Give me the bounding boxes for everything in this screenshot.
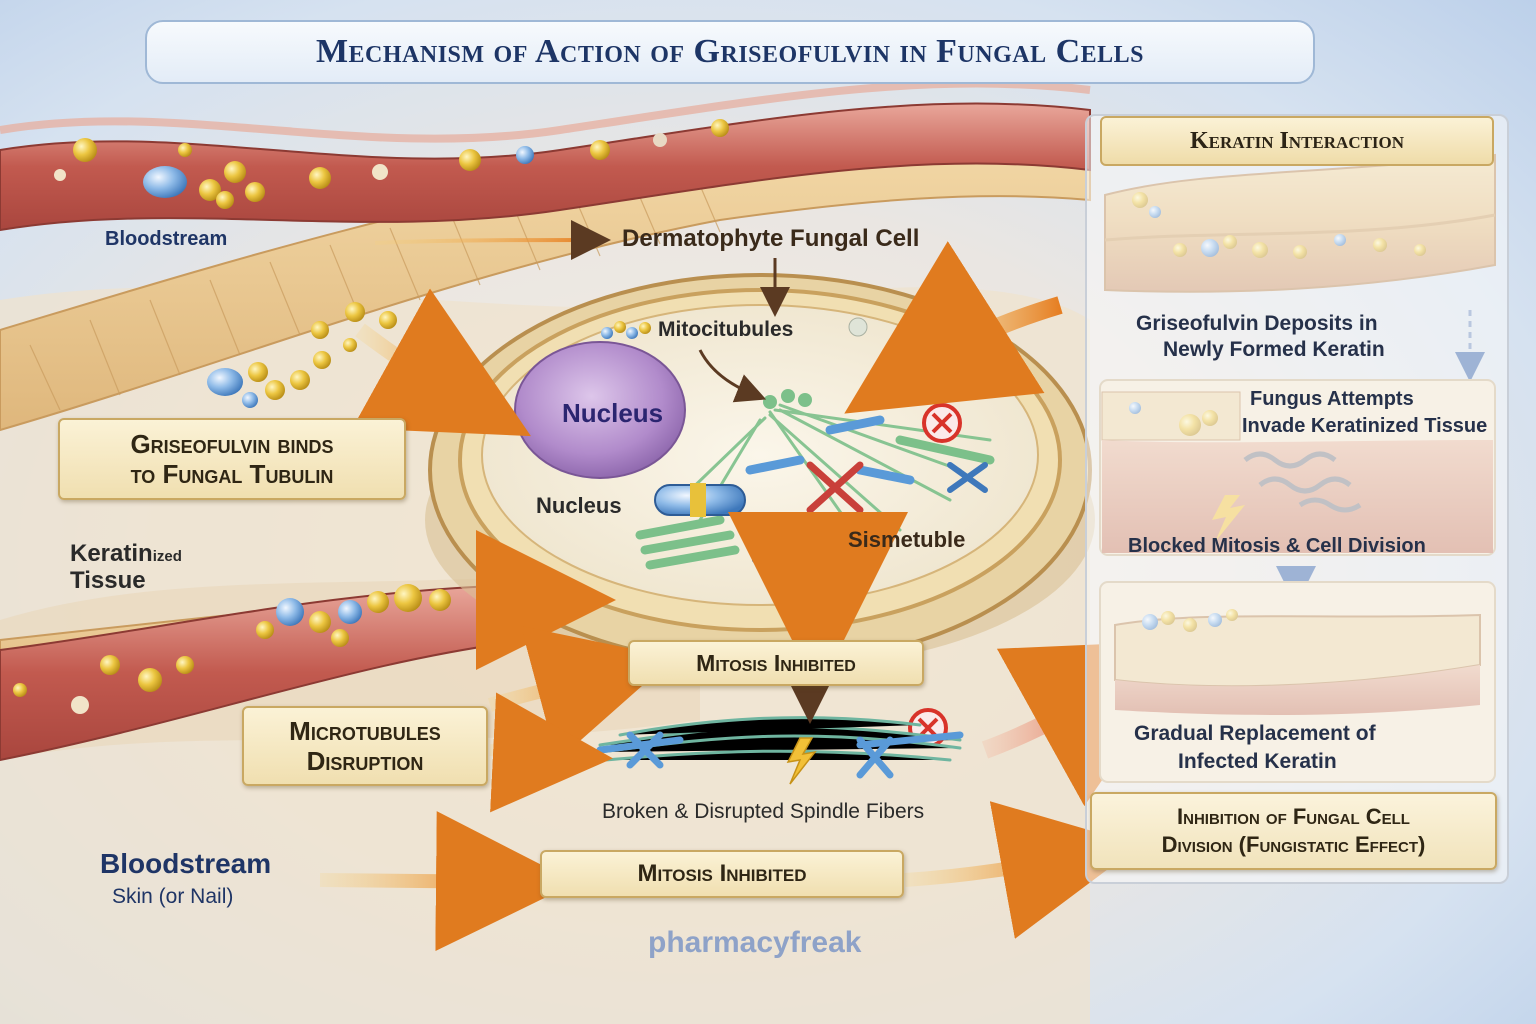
page-title: Mechanism of Action of Griseofulvin in F… <box>315 33 1145 70</box>
result-line2: Division (Fungistatic Effect) <box>1161 832 1426 857</box>
inhibition-icon <box>922 403 962 443</box>
step2-caption: Blocked Mitosis & Cell Division <box>1128 535 1426 557</box>
step1-line1: Griseofulvin Deposits in <box>1136 312 1378 335</box>
step3-line1: Gradual Replacement of <box>1134 722 1376 745</box>
binds-tubulin-box: Griseofulvin binds to Fungal Tubulin <box>58 418 406 500</box>
bloodstream-label-bottom: Bloodstream <box>100 848 272 879</box>
mitocitubule-particles <box>601 321 651 339</box>
disruption-x-mark <box>806 461 864 514</box>
mitocitubules-label: Mitocitubules <box>658 318 794 341</box>
step2-line1: Fungus Attempts <box>1250 388 1414 410</box>
lightning-icon <box>786 737 817 785</box>
title-banner: Mechanism of Action of Griseofulvin in F… <box>145 20 1315 84</box>
microtubules-line2: Disruption <box>306 746 424 776</box>
mitosis-inhibited-box: Mitosis Inhibited <box>628 640 924 686</box>
step1-line2: Newly Formed Keratin <box>1163 338 1385 361</box>
keratin-interaction-panel <box>1085 114 1509 884</box>
binds-tubulin-line2: to Fungal Tubulin <box>130 459 334 489</box>
binds-tubulin-line1: Griseofulvin binds <box>130 429 334 459</box>
tissue-label: Tissue <box>70 567 146 594</box>
mitosis-inhibited-bottom-text: Mitosis Inhibited <box>637 860 807 887</box>
nucleus-label: Nucleus <box>562 398 664 428</box>
keratin-panel-title-box: Keratin Interaction <box>1100 116 1494 166</box>
keratinized-label: Keratinized <box>70 540 182 568</box>
broken-spindle-fibers <box>596 716 964 785</box>
fungistatic-effect-box: Inhibition of Fungal Cell Division (Fung… <box>1090 792 1497 870</box>
step3-line2: Infected Keratin <box>1178 750 1337 773</box>
skin-nail-label: Skin (or Nail) <box>112 885 234 908</box>
nucleus-secondary-label: Nucleus <box>536 493 622 518</box>
bloodstream-label-top: Bloodstream <box>105 228 228 250</box>
dermatophyte-label: Dermatophyte Fungal Cell <box>622 225 920 252</box>
mitosis-inhibited-text: Mitosis Inhibited <box>696 649 856 676</box>
step2-line2: Invade Keratinized Tissue <box>1242 415 1488 437</box>
drug-particles-top <box>54 119 729 209</box>
sismetuble-label: Sismetuble <box>848 527 966 552</box>
result-line1: Inhibition of Fungal Cell <box>1177 804 1410 829</box>
keratin-label-part2: ized <box>152 548 182 565</box>
watermark: pharmacyfreak <box>648 926 862 959</box>
keratin-label-part1: Keratin <box>70 540 153 567</box>
spindle-fibers-label: Broken & Disrupted Spindle Fibers <box>602 800 925 823</box>
microtubules-disruption-box: Microtubules Disruption <box>242 706 488 786</box>
mitosis-inhibited-box-bottom: Mitosis Inhibited <box>540 850 904 898</box>
microtubules-line1: Microtubules <box>289 716 441 746</box>
keratin-panel-title: Keratin Interaction <box>1189 127 1405 154</box>
